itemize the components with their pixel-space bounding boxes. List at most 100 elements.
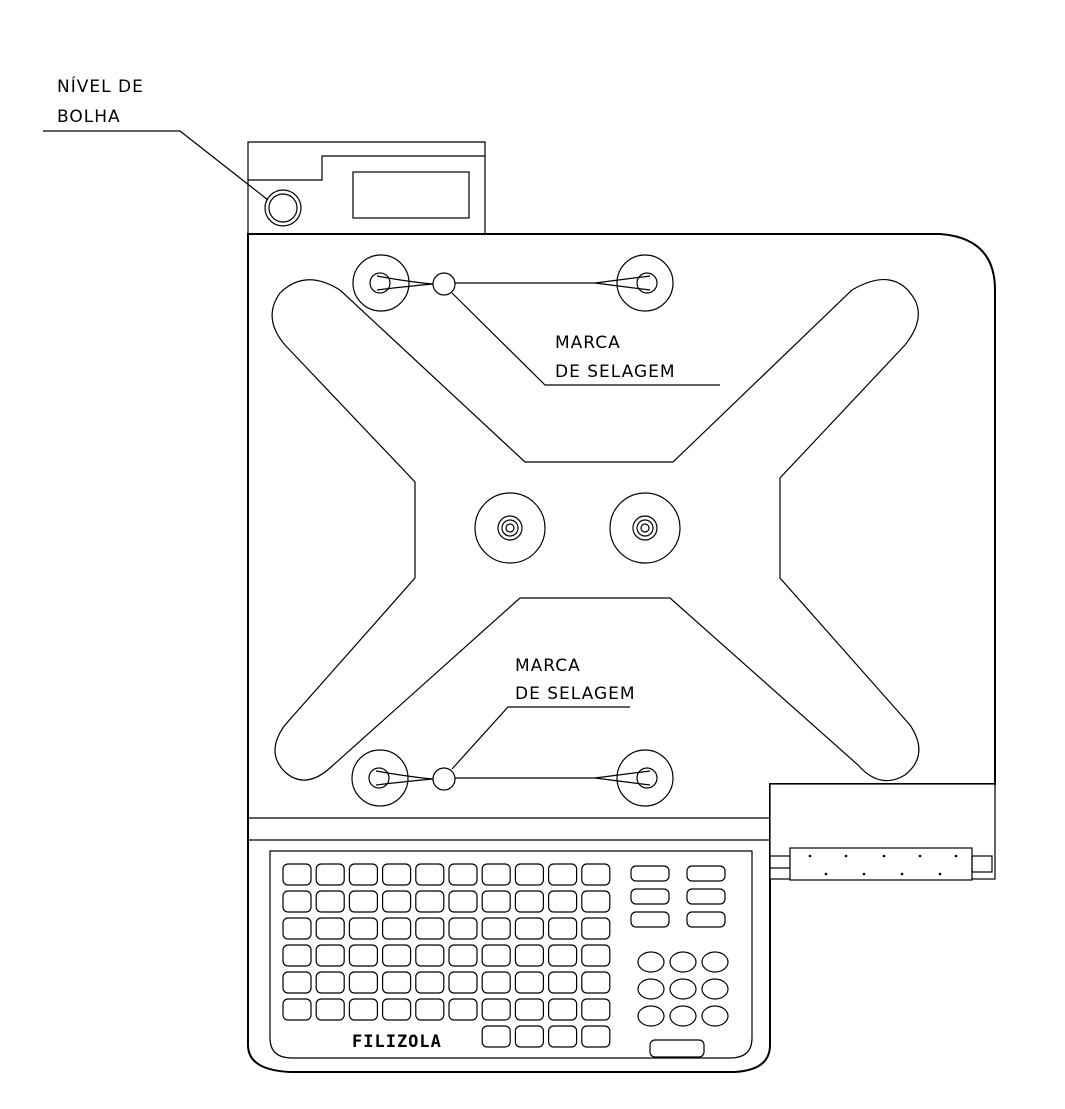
main-key[interactable] xyxy=(547,944,578,967)
main-key[interactable] xyxy=(547,890,578,913)
x-platform xyxy=(271,279,920,782)
main-key[interactable] xyxy=(581,917,611,940)
bubble-level-label-line1: NÍVEL DE xyxy=(57,75,144,97)
bubble-level-icon xyxy=(264,189,302,227)
main-key[interactable] xyxy=(382,971,412,994)
main-key[interactable] xyxy=(547,998,578,1021)
main-key[interactable] xyxy=(315,863,345,886)
main-key[interactable] xyxy=(415,944,445,967)
main-key[interactable] xyxy=(514,998,545,1021)
main-key[interactable] xyxy=(581,1025,611,1048)
bubble-level-leader xyxy=(43,130,269,201)
seal-mark-top-leader xyxy=(451,292,720,386)
main-key[interactable] xyxy=(581,863,611,886)
main-key[interactable] xyxy=(415,890,445,913)
main-key[interactable] xyxy=(282,917,312,940)
main-key[interactable] xyxy=(382,890,412,913)
main-key[interactable] xyxy=(315,998,345,1021)
main-key[interactable] xyxy=(481,863,511,886)
main-key[interactable] xyxy=(415,863,445,886)
main-key[interactable] xyxy=(282,971,312,994)
main-key[interactable] xyxy=(481,890,511,913)
main-key[interactable] xyxy=(448,971,478,994)
main-key[interactable] xyxy=(415,971,445,994)
function-key[interactable] xyxy=(630,888,670,905)
load-cell-left xyxy=(474,492,546,564)
numeric-key[interactable] xyxy=(669,951,697,973)
function-key[interactable] xyxy=(686,888,726,905)
main-key[interactable] xyxy=(348,998,378,1021)
function-key[interactable] xyxy=(686,911,726,928)
main-key[interactable] xyxy=(481,971,511,994)
numeric-key-grid[interactable] xyxy=(637,951,729,1027)
main-key[interactable] xyxy=(547,863,578,886)
main-key[interactable] xyxy=(547,1025,578,1048)
main-key[interactable] xyxy=(514,944,545,967)
numeric-key[interactable] xyxy=(701,951,729,973)
side-connector xyxy=(769,783,996,881)
main-key[interactable] xyxy=(348,917,378,940)
seal-mark-top-label-line1: MARCA xyxy=(555,333,621,353)
main-key[interactable] xyxy=(348,944,378,967)
display-housing xyxy=(247,141,486,234)
main-key[interactable] xyxy=(514,890,545,913)
main-key[interactable] xyxy=(315,944,345,967)
main-key[interactable] xyxy=(315,971,345,994)
seal-mark-top-label-line2: DE SELAGEM xyxy=(555,362,676,382)
function-key[interactable] xyxy=(686,865,726,882)
main-key[interactable] xyxy=(282,944,312,967)
numeric-key[interactable] xyxy=(701,1005,729,1027)
scale-body-outline xyxy=(247,233,996,1073)
main-key[interactable] xyxy=(348,863,378,886)
numeric-key[interactable] xyxy=(637,1005,665,1027)
main-key[interactable] xyxy=(315,890,345,913)
main-key[interactable] xyxy=(581,890,611,913)
function-key[interactable] xyxy=(630,865,670,882)
keyboard-panel xyxy=(269,850,753,1059)
main-key[interactable] xyxy=(348,890,378,913)
function-key-grid[interactable] xyxy=(630,865,726,928)
main-key[interactable] xyxy=(315,917,345,940)
function-key[interactable] xyxy=(630,911,670,928)
main-key[interactable] xyxy=(581,998,611,1021)
main-key[interactable] xyxy=(382,917,412,940)
main-key[interactable] xyxy=(382,998,412,1021)
numeric-key[interactable] xyxy=(637,951,665,973)
main-key[interactable] xyxy=(448,998,478,1021)
main-key[interactable] xyxy=(448,863,478,886)
main-key[interactable] xyxy=(448,917,478,940)
main-key[interactable] xyxy=(282,998,312,1021)
main-key[interactable] xyxy=(514,971,545,994)
main-key[interactable] xyxy=(547,971,578,994)
main-key[interactable] xyxy=(481,944,511,967)
main-key[interactable] xyxy=(514,863,545,886)
main-key[interactable] xyxy=(282,863,312,886)
main-key[interactable] xyxy=(481,917,511,940)
main-key[interactable] xyxy=(514,1025,545,1048)
main-key[interactable] xyxy=(448,890,478,913)
numeric-key[interactable] xyxy=(701,978,729,1000)
main-key[interactable] xyxy=(382,944,412,967)
numeric-key[interactable] xyxy=(669,978,697,1000)
main-key[interactable] xyxy=(481,998,511,1021)
main-key[interactable] xyxy=(382,863,412,886)
main-key[interactable] xyxy=(514,917,545,940)
numeric-key[interactable] xyxy=(637,978,665,1000)
main-key[interactable] xyxy=(481,1025,511,1048)
main-key[interactable] xyxy=(547,917,578,940)
main-key[interactable] xyxy=(581,944,611,967)
main-key[interactable] xyxy=(415,917,445,940)
main-key-grid[interactable] xyxy=(282,863,611,1048)
bubble-level-label-line2: BOLHA xyxy=(57,107,121,127)
seal-mark-bottom-label-line2: DE SELAGEM xyxy=(515,684,636,704)
enter-key[interactable] xyxy=(649,1039,705,1058)
brand-logo-text: FILIZOLA xyxy=(352,1032,442,1052)
main-key[interactable] xyxy=(581,971,611,994)
main-key[interactable] xyxy=(282,890,312,913)
main-key[interactable] xyxy=(448,944,478,967)
main-key[interactable] xyxy=(415,998,445,1021)
numeric-key[interactable] xyxy=(669,1005,697,1027)
load-cell-right xyxy=(609,492,681,564)
main-key[interactable] xyxy=(348,971,378,994)
